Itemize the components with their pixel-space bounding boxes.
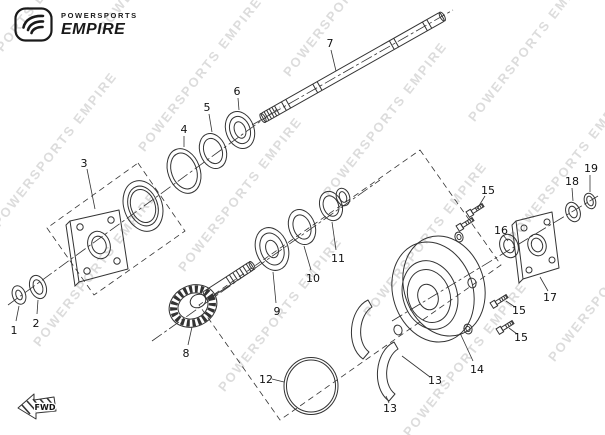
part-label-16: 16 bbox=[494, 224, 508, 237]
brand-logo-text: POWERSPORTS EMPIRE bbox=[61, 11, 138, 39]
part-18-washer bbox=[565, 201, 581, 223]
part-label-5: 5 bbox=[204, 101, 211, 114]
part-label-17: 17 bbox=[543, 291, 557, 304]
bolt-15-a bbox=[455, 216, 475, 233]
bolt-15-c bbox=[489, 293, 509, 310]
part-labels: 1 2 3 4 5 6 7 8 9 10 11 12 13 13 14 15 1… bbox=[11, 37, 599, 415]
part-label-4: 4 bbox=[181, 123, 188, 136]
leader-lines bbox=[15, 49, 591, 404]
part-3-flange bbox=[65, 180, 164, 288]
part-12-gasket bbox=[283, 357, 339, 415]
part-label-6: 6 bbox=[234, 85, 241, 98]
part-1-washer bbox=[11, 285, 27, 305]
dashed-group-boxes bbox=[46, 149, 502, 421]
part-label-18: 18 bbox=[565, 175, 579, 188]
brand-name-top: POWERSPORTS bbox=[61, 11, 138, 20]
part-label-1: 1 bbox=[11, 324, 18, 337]
part-8-bevel-gear bbox=[168, 261, 256, 328]
fwd-arrow bbox=[17, 393, 57, 420]
part-label-15c: 15 bbox=[514, 331, 528, 344]
part-label-15b: 15 bbox=[512, 304, 526, 317]
part-7-drive-shaft bbox=[259, 11, 446, 123]
part-19-ring bbox=[583, 192, 597, 210]
part-11-ring bbox=[318, 187, 351, 222]
part-13-shims bbox=[350, 299, 399, 402]
bolt-15-d bbox=[495, 319, 515, 336]
part-label-10: 10 bbox=[306, 272, 320, 285]
part-label-11: 11 bbox=[331, 252, 345, 265]
part-label-13a: 13 bbox=[428, 374, 442, 387]
part-17-flange bbox=[511, 211, 560, 285]
part-label-2: 2 bbox=[33, 317, 40, 330]
part-label-14: 14 bbox=[470, 363, 484, 376]
part-label-13b: 13 bbox=[383, 402, 397, 415]
part-label-15a: 15 bbox=[481, 184, 495, 197]
part-5-ring bbox=[198, 133, 228, 169]
part-2-ring bbox=[28, 274, 48, 300]
center-lines bbox=[7, 9, 599, 342]
part-label-12: 12 bbox=[259, 373, 273, 386]
part-label-8: 8 bbox=[183, 347, 190, 360]
fwd-label: FWD bbox=[35, 403, 56, 412]
part-4-seal-ring bbox=[166, 148, 202, 194]
part-14-housing bbox=[391, 231, 486, 343]
part-6-bearing bbox=[224, 111, 256, 149]
part-label-19: 19 bbox=[584, 162, 598, 175]
bolt-15-b bbox=[465, 202, 485, 219]
brand-logo-icon bbox=[14, 7, 53, 42]
part-9-bearing bbox=[254, 227, 290, 271]
part-label-7: 7 bbox=[327, 37, 334, 50]
part-label-9: 9 bbox=[274, 305, 281, 318]
brand-logo: POWERSPORTS EMPIRE bbox=[14, 7, 138, 43]
part-label-3: 3 bbox=[81, 157, 88, 170]
brand-name-bottom: EMPIRE bbox=[61, 21, 126, 38]
part-10-ring bbox=[287, 209, 317, 245]
